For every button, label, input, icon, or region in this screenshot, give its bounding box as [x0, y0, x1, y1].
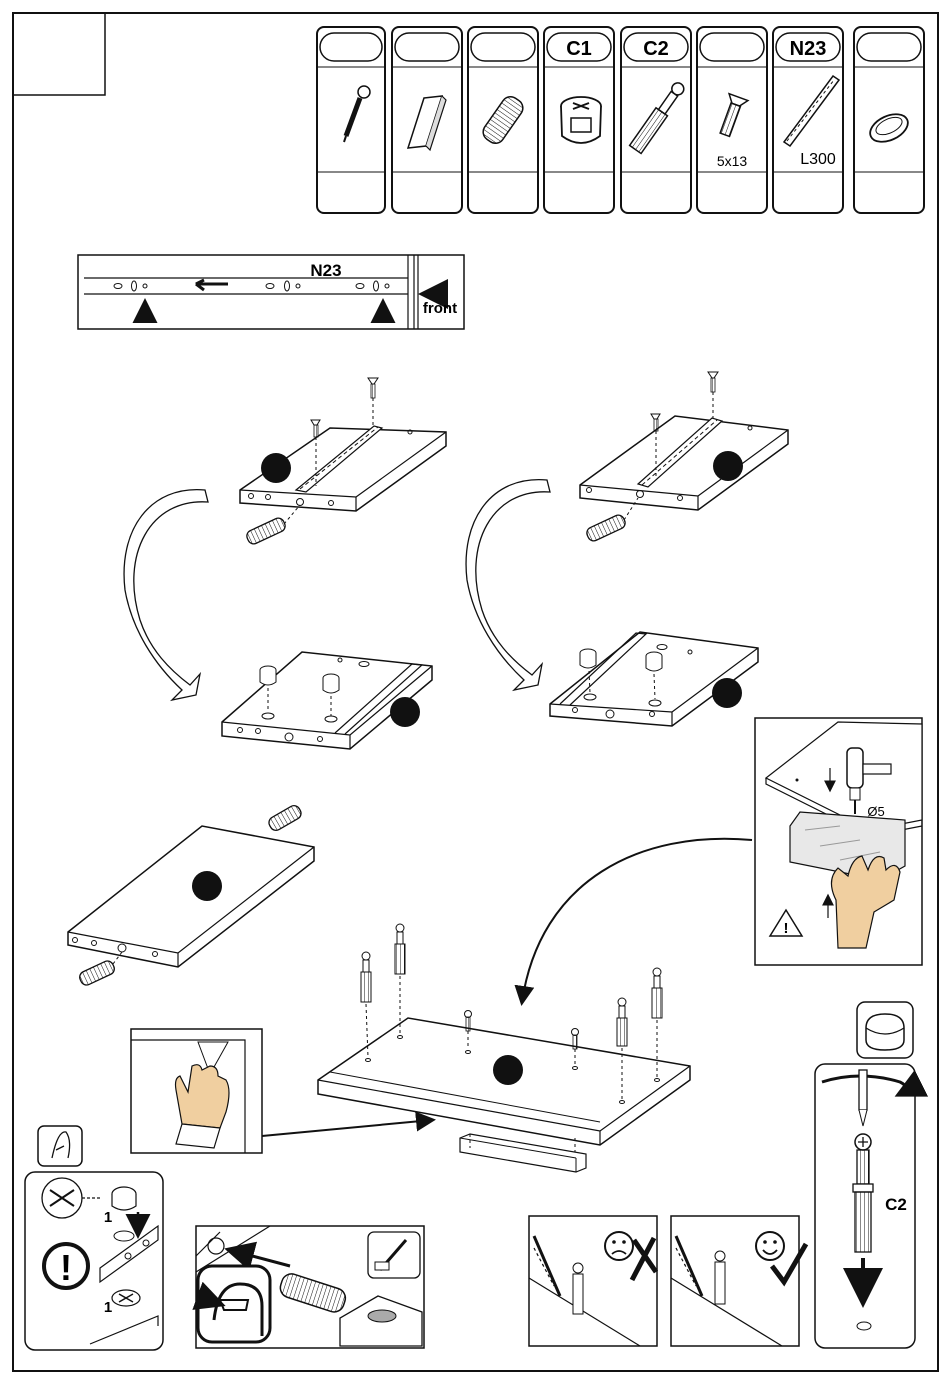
panel-marker — [493, 1055, 523, 1085]
sad-face-icon — [605, 1232, 633, 1260]
warning-icon: ! — [44, 1244, 88, 1288]
dowel-insert-detail — [196, 1226, 424, 1348]
tip-icon-box — [38, 1126, 82, 1166]
cam-rotation-detail: 1 ! 1 — [25, 1126, 163, 1350]
cam-bolt-icon — [395, 924, 405, 1034]
wooden-dowel-icon — [245, 516, 287, 546]
peel-film-detail — [131, 1029, 262, 1153]
hammer-icon — [368, 1232, 420, 1278]
panel-marker — [192, 871, 222, 901]
cam-bolt-icon — [630, 80, 687, 154]
cover-cap-icon — [866, 109, 912, 148]
left-panel-runner-step — [240, 378, 446, 546]
part-label: C2 — [643, 38, 669, 60]
page-border — [13, 13, 938, 1371]
panel-marker — [713, 451, 743, 481]
panel-marker — [390, 697, 420, 727]
bolt-label: C2 — [885, 1195, 907, 1214]
euro-screw-icon — [715, 94, 747, 138]
part-caption: 5x13 — [717, 153, 748, 169]
part-card — [392, 27, 462, 213]
panel-marker — [712, 678, 742, 708]
part-card — [468, 27, 538, 213]
part-card: C1 — [544, 27, 614, 213]
pilot-drill-detail: Ø5 ! — [755, 718, 922, 965]
warning-symbol: ! — [784, 920, 789, 937]
correct-insertion-detail — [671, 1216, 806, 1346]
step-number-box — [13, 13, 105, 95]
part-label: N23 — [790, 38, 827, 60]
front-label: front — [423, 300, 457, 317]
flat-dowel-icon — [408, 96, 446, 150]
cam-lock-icon — [112, 1290, 140, 1306]
cam-lock-icon — [561, 97, 601, 143]
part-label: C1 — [566, 38, 592, 60]
safety-glasses-icon — [198, 1266, 270, 1342]
happy-face-icon — [756, 1232, 784, 1260]
panel-dowel-step — [68, 803, 314, 987]
cam-lock-icon — [112, 1187, 136, 1210]
part-caption: L300 — [800, 151, 836, 168]
detail-arrow — [262, 1120, 432, 1136]
main-panel-bolt-step — [318, 924, 690, 1172]
cam-bolt-icon — [361, 952, 371, 1057]
left-panel-cam-step — [222, 652, 432, 749]
wooden-dowel-icon — [585, 513, 627, 543]
parts-list: C1 C2 — [317, 27, 924, 213]
cam-bolt-icon — [573, 1263, 583, 1314]
part-card: C2 — [621, 27, 691, 213]
right-panel-runner-step — [580, 372, 788, 543]
bolt-insertion-detail: C2 — [815, 1002, 915, 1348]
step-number: 1 — [104, 1209, 112, 1226]
warning-symbol: ! — [60, 1247, 72, 1288]
runner-label: N23 — [310, 261, 341, 280]
wood-screw-icon — [708, 372, 718, 420]
part-card: N23 L300 — [773, 27, 843, 213]
flip-arrow — [124, 490, 208, 700]
cam-bolt-icon — [715, 1251, 725, 1304]
flip-arrow — [466, 480, 550, 690]
detail-arrow — [522, 839, 752, 1002]
wood-screw-icon — [344, 86, 370, 142]
drawer-runner-icon — [784, 76, 839, 146]
wooden-dowel-icon — [480, 93, 527, 147]
wooden-dowel-icon — [267, 803, 303, 832]
wooden-dowel-icon — [78, 959, 117, 987]
wood-screw-icon — [368, 378, 378, 428]
panel-marker — [261, 453, 291, 483]
part-card — [854, 27, 924, 213]
right-panel-cam-step — [550, 632, 758, 726]
part-card: 5x13 — [697, 27, 767, 213]
runner-orientation-detail: N23 front — [78, 255, 464, 329]
part-card — [317, 27, 385, 213]
step-number: 1 — [104, 1299, 112, 1316]
incorrect-insertion-detail — [529, 1216, 657, 1346]
